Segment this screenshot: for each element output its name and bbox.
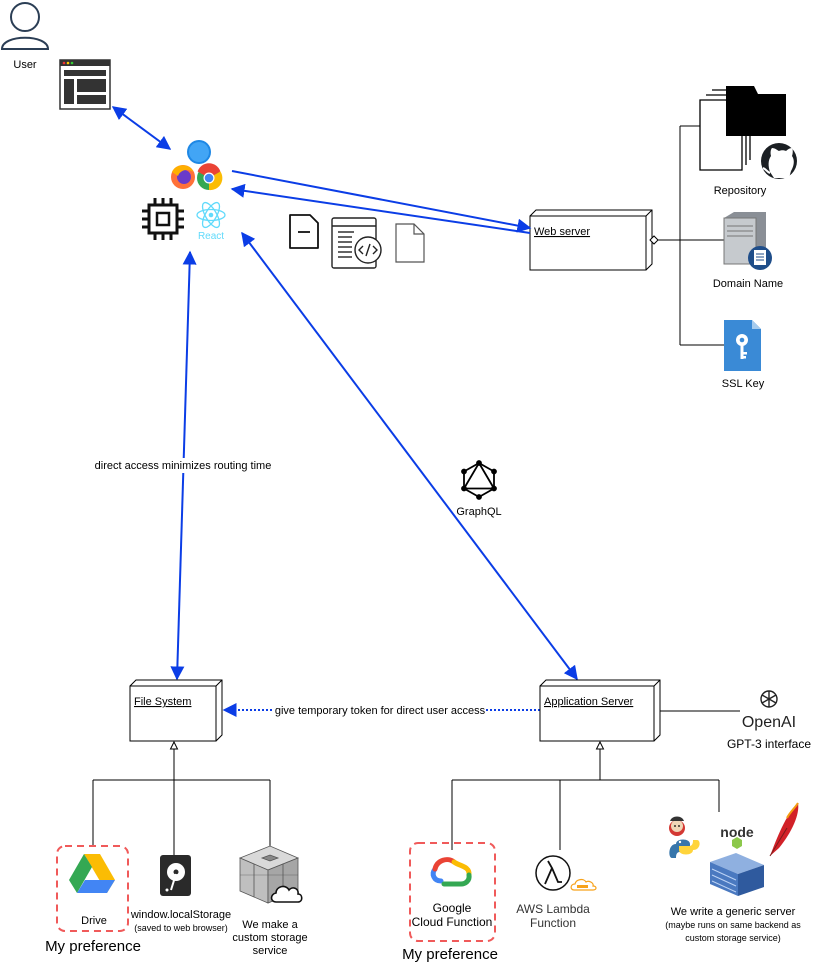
ssl-key-label: SSL Key	[722, 378, 765, 390]
gcf-preference-frame	[409, 842, 496, 942]
browser-window-icon	[59, 59, 111, 110]
generic-server-line2: (maybe runs on same backend as	[665, 920, 801, 930]
custom-storage-line3: service	[253, 945, 288, 957]
gcf-line2: Cloud Function	[412, 915, 493, 929]
fs-preference-label: My preference	[45, 938, 141, 955]
domain-server-icon	[723, 212, 772, 270]
aws-lambda-icon	[535, 855, 571, 891]
domain-name-label: Domain Name	[713, 278, 783, 290]
graphql-icon	[461, 460, 497, 500]
chrome-icon	[197, 163, 223, 191]
direct-access-label: direct access minimizes routing time	[95, 460, 272, 472]
local-storage-note: (saved to web browser)	[134, 923, 228, 933]
local-storage-label: window.localStorage	[130, 909, 231, 921]
temp-token-label: give temporary token for direct user acc…	[275, 705, 486, 717]
graphql-label: GraphQL	[456, 506, 501, 518]
user-icon	[0, 2, 50, 50]
web-server-title: Web server	[534, 226, 590, 238]
aggregation-diamond	[649, 235, 659, 245]
openai-icon	[760, 690, 778, 708]
gcf-line1: Google	[433, 901, 472, 915]
drive-label: Drive	[81, 915, 107, 927]
web-server-node[interactable]	[529, 209, 653, 271]
cloud-icon	[270, 885, 303, 903]
webserver-to-client-arrow	[230, 183, 531, 234]
user-browser-arrow	[111, 106, 172, 150]
jenkins-icon	[669, 816, 685, 836]
react-label: React	[198, 231, 224, 242]
hard-drive-icon	[160, 855, 191, 896]
google-drive-icon	[69, 854, 115, 893]
gcf-preference-label: My preference	[402, 946, 498, 963]
python-icon	[669, 839, 700, 858]
server-rack-icon	[710, 853, 764, 896]
github-icon	[761, 143, 797, 179]
small-cloud-icon	[570, 878, 597, 891]
gpt3-interface-label: GPT-3 interface	[727, 737, 811, 751]
blank-file-icon	[395, 223, 425, 263]
drive-preference-frame	[56, 845, 129, 932]
node-logo: node	[720, 824, 754, 840]
file-system-node[interactable]	[129, 679, 223, 742]
client-to-webserver-arrow	[231, 170, 532, 233]
custom-storage-line2: custom storage	[232, 932, 307, 944]
lambda-line1: AWS Lambda	[516, 902, 590, 916]
generic-server-line1: We write a generic server	[671, 906, 796, 918]
application-server-title: Application Server	[544, 696, 634, 708]
chip-icon	[142, 198, 184, 240]
file-system-tree-lines	[92, 740, 271, 855]
openai-logo: OpenAI	[742, 714, 796, 731]
custom-storage-line1: We make a	[242, 919, 298, 931]
repository-label: Repository	[714, 185, 767, 197]
generic-server-line3: custom storage service)	[685, 933, 781, 943]
minus-document-icon	[289, 214, 319, 249]
apache-feather-icon	[769, 802, 799, 857]
application-server-node[interactable]	[539, 679, 661, 742]
lambda-line2: Function	[530, 916, 576, 930]
nodejs-hex-icon	[732, 837, 742, 849]
file-system-title: File System	[134, 696, 191, 708]
firefox-icon	[171, 165, 195, 189]
client-appserver-graphql-arrow	[241, 231, 578, 681]
react-icon	[196, 201, 226, 229]
google-cloud-icon	[430, 857, 472, 887]
code-page-icon	[331, 217, 382, 269]
repository-icon	[699, 86, 786, 171]
safari-icon	[187, 140, 211, 164]
ssl-key-icon	[724, 320, 761, 371]
user-label: User	[13, 59, 37, 71]
app-server-tree-lines	[451, 740, 720, 850]
